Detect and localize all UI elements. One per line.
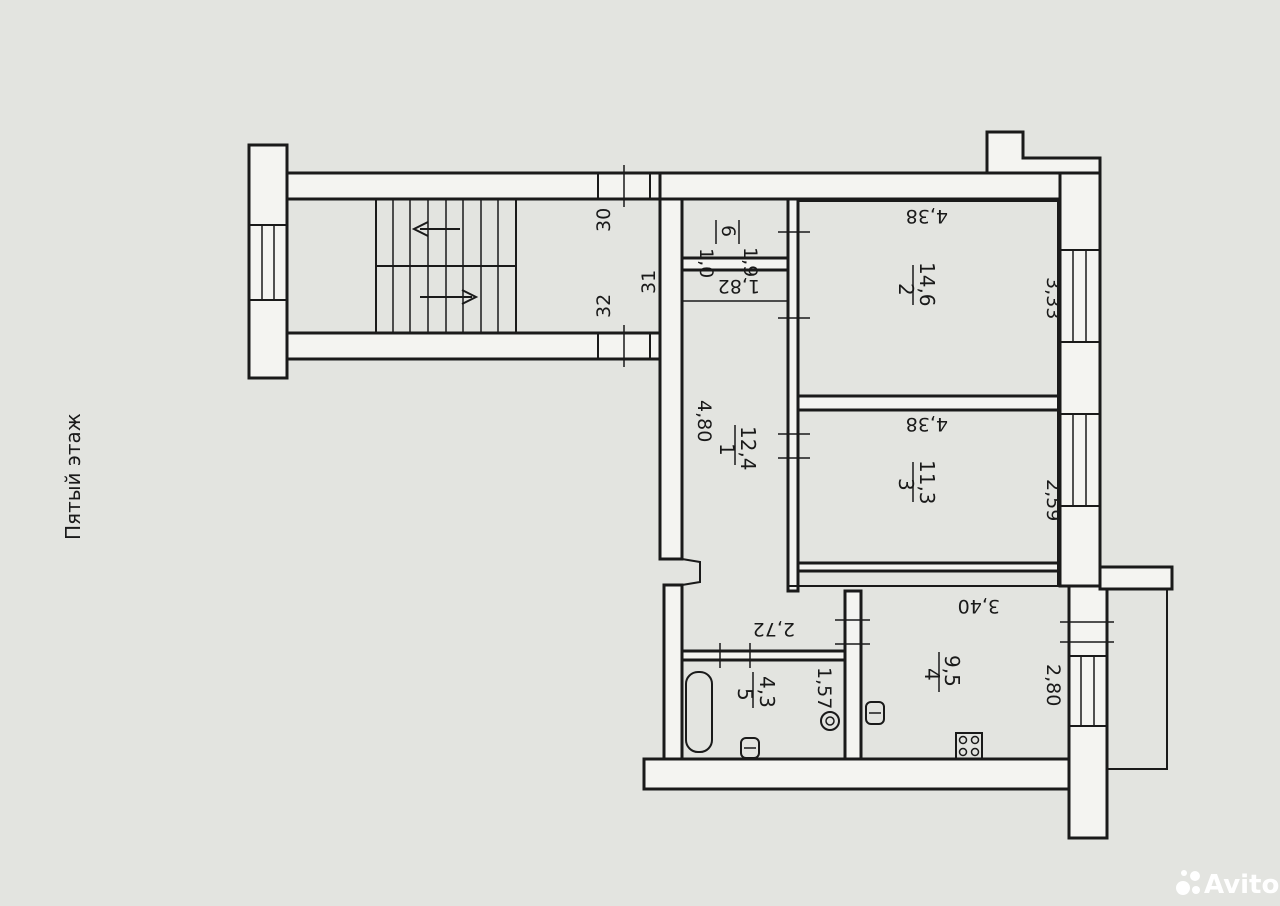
stairwell: 30 31 32: [247, 143, 662, 380]
room-3-area: 11,3: [915, 460, 939, 505]
kitchen-side-dimension: 2,80: [1042, 664, 1064, 706]
room-1-number: 1: [715, 443, 739, 456]
room-3-number: 3: [894, 478, 918, 491]
room-4-number: 4: [920, 668, 944, 681]
stair-window: [248, 224, 288, 301]
room-1-area: 12,4: [736, 426, 760, 471]
fixtures: [685, 671, 983, 760]
partition-kitchen-bath: [843, 589, 863, 761]
room-2-top-dimension: 4,38: [906, 205, 948, 227]
window-kitchen: [1068, 655, 1108, 727]
bathtub-icon: [685, 671, 713, 753]
room-5-number: 5: [733, 688, 757, 701]
toilet-icon: [740, 737, 760, 759]
kitchen-top-dimension: 3,40: [958, 595, 1000, 617]
stair-number-31: 31: [638, 270, 660, 294]
stair-arrow-up-icon: [411, 221, 460, 237]
kitchen-sink-icon: [865, 701, 885, 725]
stove-icon: [955, 732, 983, 760]
partition-room3-kitchen: [796, 561, 1062, 573]
room-3-top-dimension: 4,38: [906, 413, 948, 435]
stair-number-32: 32: [593, 294, 615, 318]
stair-number-30: 30: [593, 208, 615, 232]
window-room-3: [1059, 413, 1101, 507]
room-4-area: 9,5: [940, 655, 964, 687]
stair-outer-wall: [247, 143, 289, 380]
balcony-slab: [1098, 565, 1174, 591]
room-3-side-dimension: 2,59: [1042, 479, 1064, 521]
partition-room2-room3: [796, 394, 1062, 412]
washbasin-icon: [820, 711, 840, 731]
floor-title: Пятый этаж: [61, 413, 85, 540]
window-room-2: [1059, 249, 1101, 343]
room-2-number: 2: [894, 283, 918, 296]
apartment-walls: [642, 130, 1174, 840]
interior-partitions: [680, 197, 1062, 761]
room-6-number: 6: [717, 225, 739, 237]
windows: [1059, 249, 1114, 727]
stair-top-wall: [285, 171, 662, 201]
room-6-under-dimension: 1,82: [718, 275, 760, 297]
stair-arrow-down-icon: [420, 289, 479, 305]
right-exterior-wall-upper: [1058, 171, 1102, 588]
partition-bath-hall: [680, 649, 847, 662]
right-exterior-wall-lower: [1067, 584, 1109, 840]
room-5-area: 4,3: [755, 676, 779, 708]
room-6-width: 1,0: [695, 248, 717, 278]
partition-room6: [680, 256, 790, 272]
room-2-area: 14,6: [915, 262, 939, 307]
bath-top-dimension: 2,72: [753, 618, 795, 640]
hall-length-dimension: 4,80: [693, 400, 715, 442]
room-2-side-dimension: 3,33: [1042, 277, 1064, 319]
stair-bottom-wall: [285, 331, 662, 361]
watermark-text: Avito: [1204, 870, 1279, 900]
room-6-area: 1,9: [739, 247, 761, 277]
avito-watermark: Avito: [1176, 870, 1279, 900]
balcony: [1106, 588, 1168, 770]
bath-side-dimension: 1,57: [813, 667, 835, 709]
